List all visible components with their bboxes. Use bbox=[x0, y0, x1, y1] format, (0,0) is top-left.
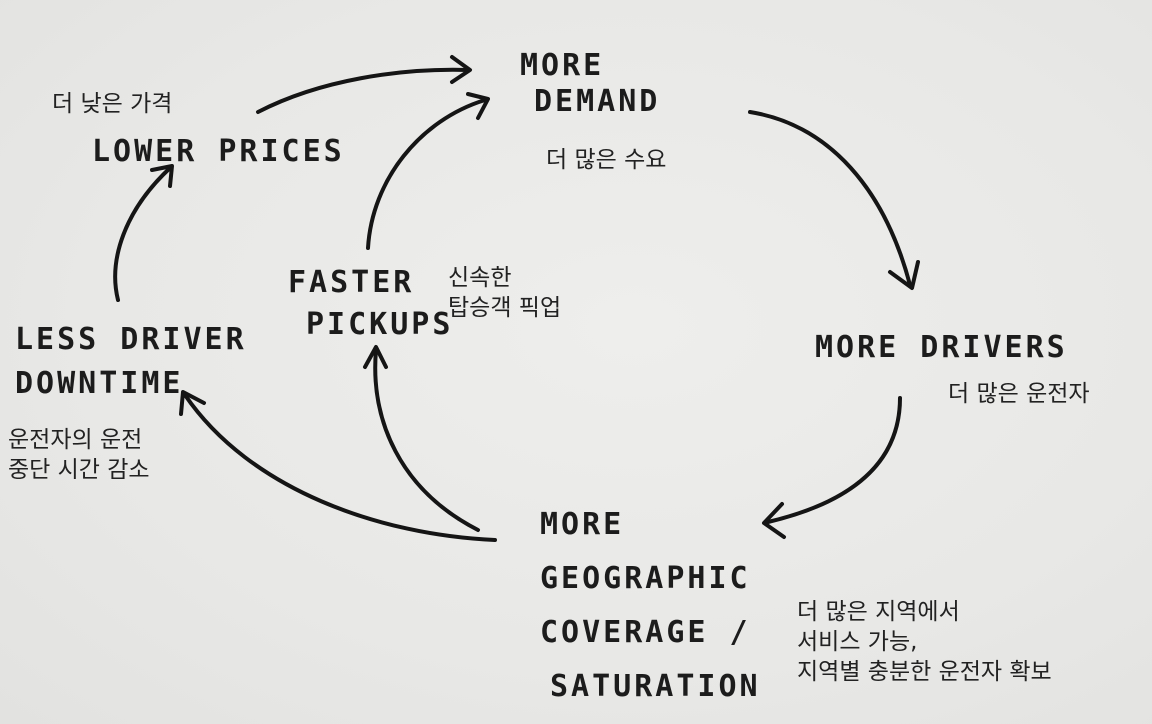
label-coverage-en-2: GEOGRAPHIC bbox=[540, 561, 751, 596]
label-more-drivers-ko: 더 많은 운전자 bbox=[948, 381, 1090, 407]
node-faster-pickups: FASTER PICKUPS bbox=[288, 262, 453, 346]
label-pickups-en-2: PICKUPS bbox=[306, 307, 454, 342]
arrowhead-lower-prices-to-more-demand bbox=[450, 55, 472, 84]
node-lower-prices: LOWER PRICES bbox=[92, 134, 345, 170]
arrow-lower-prices-to-more-demand bbox=[256, 67, 470, 114]
node-more-demand-ko: 더 많은 수요 bbox=[546, 146, 666, 176]
label-downtime-ko-1: 운전자의 운전 bbox=[8, 427, 143, 453]
label-downtime-en-2: DOWNTIME bbox=[15, 366, 184, 401]
node-faster-pickups-ko: 신속한 탑승객 픽업 bbox=[448, 264, 561, 324]
label-pickups-ko-1: 신속한 bbox=[448, 265, 512, 291]
arrow-more-demand-to-more-drivers bbox=[748, 110, 912, 287]
arrow-coverage-to-downtime bbox=[183, 393, 497, 542]
node-more-drivers-ko: 더 많은 운전자 bbox=[948, 380, 1090, 410]
label-downtime-ko-2: 중단 시간 감소 bbox=[8, 456, 150, 483]
node-more-coverage-ko: 더 많은 지역에서 서비스 가능, 지역별 충분한 운전자 확보 bbox=[797, 598, 1052, 688]
label-lower-prices-en: LOWER PRICES bbox=[92, 134, 345, 169]
arrowhead-coverage-to-pickups bbox=[363, 345, 388, 369]
arrow-pickups-to-more-demand bbox=[366, 98, 487, 250]
label-downtime-en-1: LESS DRIVER bbox=[15, 322, 247, 357]
arrowhead-downtime-to-lower-prices bbox=[150, 164, 174, 188]
arrow-downtime-to-lower-prices bbox=[113, 166, 172, 302]
label-pickups-ko-2: 탑승객 픽업 bbox=[448, 294, 562, 321]
arrowhead-more-drivers-to-coverage bbox=[762, 502, 786, 539]
label-pickups-en-1: FASTER bbox=[288, 265, 415, 300]
arrow-more-drivers-to-coverage bbox=[766, 396, 902, 524]
label-more-demand-en-2: DEMAND bbox=[534, 84, 661, 119]
label-lower-prices-ko: 더 낮은 가격 bbox=[52, 91, 173, 117]
label-more-demand-ko: 더 많은 수요 bbox=[546, 147, 667, 173]
label-coverage-en-3: COVERAGE / bbox=[540, 615, 751, 650]
arrowhead-more-demand-to-more-drivers bbox=[888, 260, 920, 290]
label-coverage-en-1: MORE bbox=[540, 507, 625, 542]
arrowhead-pickups-to-more-demand bbox=[466, 92, 490, 120]
node-more-coverage: MORE GEOGRAPHIC COVERAGE / SATURATION bbox=[540, 498, 761, 714]
node-lower-prices-ko: 더 낮은 가격 bbox=[52, 90, 172, 120]
label-more-demand-en-1: MORE bbox=[520, 48, 605, 83]
label-coverage-ko-3: 지역별 충분한 운전자 확보 bbox=[797, 658, 1052, 685]
label-coverage-ko-1: 더 많은 지역에서 bbox=[797, 599, 960, 625]
node-more-demand: MORE DEMAND bbox=[520, 48, 660, 120]
node-less-downtime-ko: 운전자의 운전 중단 시간 감소 bbox=[8, 426, 150, 486]
label-coverage-ko-2: 서비스 가능, bbox=[797, 628, 918, 655]
label-coverage-en-4: SATURATION bbox=[550, 669, 761, 704]
arrowhead-coverage-to-downtime bbox=[179, 390, 206, 416]
node-less-downtime: LESS DRIVER DOWNTIME bbox=[15, 318, 247, 406]
arrow-coverage-to-pickups bbox=[373, 348, 480, 532]
label-more-drivers-en: MORE DRIVERS bbox=[815, 330, 1068, 365]
node-more-drivers: MORE DRIVERS bbox=[815, 330, 1068, 366]
